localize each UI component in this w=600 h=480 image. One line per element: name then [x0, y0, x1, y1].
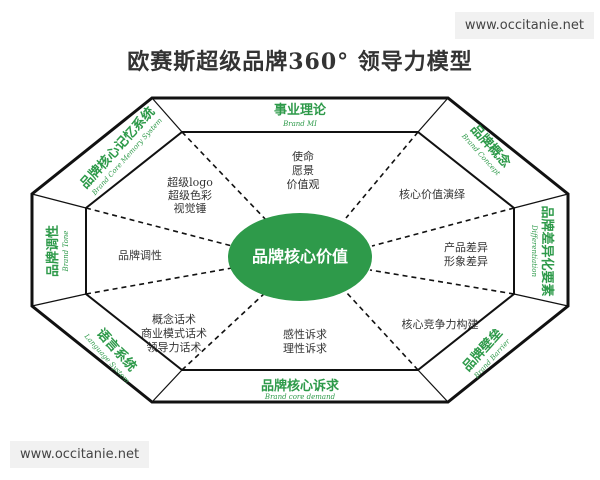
- segment-bottom-left-line: 概念话术: [152, 312, 196, 326]
- core-value-ellipse: [228, 213, 372, 301]
- band-separators: [31, 97, 569, 403]
- band-left: 品牌调性 Brand Tone: [45, 225, 70, 277]
- segment-top: 使命 愿景 价值观: [287, 149, 320, 191]
- segment-bottom-line: 理性诉求: [283, 341, 327, 355]
- band-top-en: Brand MI: [282, 120, 317, 128]
- segment-bottom-right: 核心竞争力构建: [402, 317, 479, 331]
- segment-top-left: 超级logo 超级色彩 视觉锤: [167, 175, 213, 215]
- segment-right: 产品差异 形象差异: [444, 240, 488, 268]
- band-top: 事业理论 Brand MI: [274, 102, 327, 128]
- segment-bottom-left-line: 领导力话术: [147, 341, 202, 354]
- band-bottom-cn: 品牌核心诉求: [261, 378, 340, 394]
- spokes: [85, 131, 515, 371]
- segment-top-line: 价值观: [287, 178, 320, 191]
- segment-bottom-line: 感性诉求: [283, 327, 327, 341]
- band-left-en: Brand Tone: [62, 231, 70, 273]
- band-top-cn: 事业理论: [274, 102, 327, 118]
- segment-top-line: 愿景: [292, 164, 314, 177]
- segment-top-left-line: 视觉锤: [174, 201, 207, 215]
- watermark-top: www.occitanie.net: [454, 12, 594, 39]
- segment-bottom-left: 概念话术 商业模式话术 领导力话术: [141, 312, 207, 354]
- band-right-cn: 品牌差异化要素: [539, 205, 555, 296]
- segment-left: 品牌调性: [118, 248, 162, 262]
- band-left-cn: 品牌调性: [45, 225, 61, 277]
- segment-bottom-right-line: 核心竞争力构建: [402, 317, 479, 331]
- segment-bottom-left-line: 商业模式话术: [141, 326, 207, 340]
- segment-left-line: 品牌调性: [118, 248, 162, 262]
- watermark-bottom: www.occitanie.net: [10, 441, 150, 468]
- band-bottom: 品牌核心诉求 Brand core demand: [261, 378, 340, 401]
- segment-right-line: 产品差异: [444, 240, 488, 254]
- band-bottom-en: Brand core demand: [264, 393, 336, 401]
- segment-bottom: 感性诉求 理性诉求: [283, 327, 327, 355]
- segment-top-left-line: 超级色彩: [168, 188, 212, 202]
- segment-top-right: 核心价值演绎: [399, 187, 465, 201]
- diagram-title: 欧赛斯超级品牌360° 领导力模型: [127, 49, 473, 75]
- band-right: 品牌差异化要素 Differentiation: [530, 205, 555, 296]
- segment-right-line: 形象差异: [444, 254, 488, 268]
- segment-top-left-line: 超级logo: [167, 175, 213, 189]
- segment-top-line: 使命: [292, 149, 314, 163]
- core-value-label: 品牌核心价值: [252, 247, 348, 266]
- band-right-en: Differentiation: [530, 224, 538, 277]
- segment-top-right-line: 核心价值演绎: [399, 187, 465, 201]
